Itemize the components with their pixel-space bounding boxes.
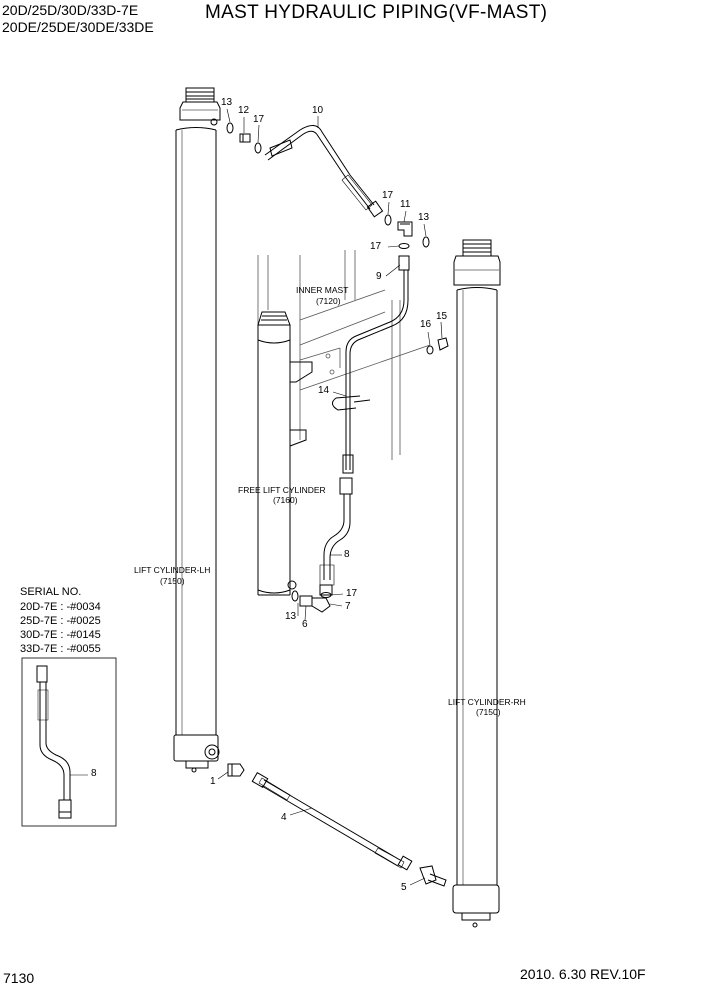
page-number: 7130 <box>3 970 35 986</box>
hose-10 <box>264 125 384 218</box>
callout-14: 14 <box>318 385 330 396</box>
callout-16: 16 <box>420 319 432 330</box>
callout-12: 12 <box>238 105 250 116</box>
callout-9: 9 <box>376 271 382 282</box>
free-lift-cylinder-code: (7160) <box>273 495 298 505</box>
lift-cylinder-lh-code: (7150) <box>160 576 185 586</box>
callout-4: 4 <box>281 812 287 823</box>
hose-8 <box>319 477 353 596</box>
lift-cylinder-rh-code: (7150) <box>476 707 501 717</box>
serial-line: 33D-7E : -#0055 <box>20 643 101 655</box>
inner-mast-label: INNER MAST <box>296 285 349 295</box>
serial-line: 25D-7E : -#0025 <box>20 615 101 627</box>
fittings-top-left <box>226 122 262 154</box>
serial-line: 30D-7E : -#0145 <box>20 629 101 641</box>
serial-line: 20D-7E : -#0034 <box>20 601 101 613</box>
inner-mast-outline <box>257 250 431 460</box>
serial-heading: SERIAL NO. <box>20 586 82 598</box>
callout-5: 5 <box>401 882 407 893</box>
fitting-1 <box>227 763 245 777</box>
callout-8: 8 <box>344 549 350 560</box>
nut-washer-15-16 <box>426 337 449 355</box>
fitting-5 <box>419 865 447 887</box>
inset-callout-8: 8 <box>91 768 97 779</box>
callout-17: 17 <box>382 190 394 201</box>
callout-6: 6 <box>302 619 308 630</box>
lift-cylinder-lh-label: LIFT CYLINDER-LH <box>134 565 211 575</box>
callout-17: 17 <box>346 588 358 599</box>
lift-cylinder-lh <box>173 87 221 773</box>
callout-11: 11 <box>400 199 411 210</box>
callout-17: 17 <box>253 114 265 125</box>
callout-13: 13 <box>221 97 233 108</box>
date-revision: 2010. 6.30 REV.10F <box>520 966 646 982</box>
callout-10: 10 <box>312 105 324 116</box>
free-lift-cylinder-label: FREE LIFT CYLINDER <box>238 485 326 495</box>
page-title: MAST HYDRAULIC PIPING(VF-MAST) <box>205 2 548 23</box>
leader-lines <box>70 108 443 886</box>
serial-inset-box <box>21 657 117 827</box>
model-list-line2: 20DE/25DE/30DE/33DE <box>2 19 154 35</box>
callout-13: 13 <box>285 611 297 622</box>
callout-15: 15 <box>436 311 448 322</box>
hose-4 <box>251 771 413 871</box>
clamp-14 <box>332 395 371 411</box>
lift-cylinder-rh <box>452 239 501 928</box>
free-lift-cylinder <box>257 311 313 596</box>
pipe-9 <box>342 255 410 474</box>
callout-1: 1 <box>210 776 216 787</box>
lift-cylinder-rh-label: LIFT CYLINDER-RH <box>448 697 526 707</box>
fittings-upper-right <box>384 214 430 249</box>
callout-17: 17 <box>370 241 382 252</box>
callout-7: 7 <box>345 601 351 612</box>
callout-13: 13 <box>418 212 430 223</box>
model-list-line1: 20D/25D/30D/33D-7E <box>2 2 139 18</box>
inner-mast-code: (7120) <box>316 296 341 306</box>
